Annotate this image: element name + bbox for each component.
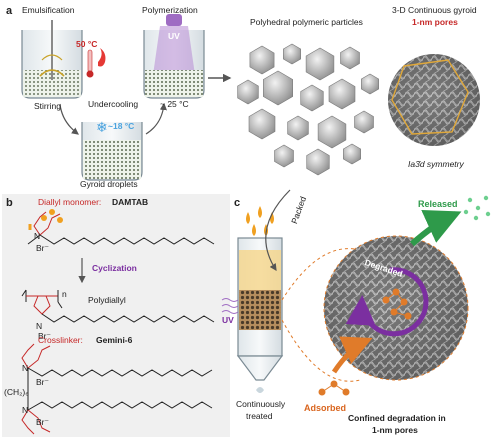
degradation-cycle-arrow [345,267,429,337]
uv-waves [221,298,239,314]
monomer-name: DAMTAB [112,197,149,207]
continuously-label: Continuously [236,399,286,409]
released-molecules [463,195,491,221]
feed-droplets [246,206,274,236]
gyroid-sphere [388,54,480,146]
gemini-n-plus-top: N [22,363,29,373]
polydiallyl-br: Br⁻ [38,331,51,341]
thermometer-hot-icon [86,48,106,78]
confined-label-line1: Confined degradation in [348,413,446,423]
polymerization-beaker [143,14,205,99]
gemini-spacer: (CH₂)₆ [4,387,29,397]
polyhedral-particle [249,45,275,75]
panel-c-label: c [234,197,241,209]
zoom-line-bottom [281,319,361,382]
monomer-structure [27,211,215,245]
symmetry-label: Ia3̄d symmetry [408,159,464,169]
gemini-br-top: Br⁻ [36,377,49,387]
polyhedral-particle [300,84,324,112]
gyroid-title: 3-D Continuous gyroid [392,5,477,15]
uv-label-c: UV [222,315,234,325]
polyhedral-particle [354,110,374,134]
polyhedral-particle [340,46,360,70]
polyhedral-particles [237,43,380,176]
polyhedral-particle [274,144,294,168]
cyclization-label: Cyclization [92,263,137,273]
zoom-line-top [281,248,361,301]
panel-a-label: a [6,5,13,17]
cold-temperature-label: ~18 °C [108,121,135,131]
adsorbed-molecules [318,380,350,396]
polyhedral-particle [262,70,294,106]
monomer-br: Br⁻ [36,243,49,253]
uv-lamp-icon [166,14,182,26]
undercooling-label: Undercooling [88,99,139,109]
arrow-undercooling [59,103,79,135]
polyhedral-particle [306,148,330,176]
panel-b-label: b [6,197,13,209]
gemini-structure [21,343,213,435]
particles-title: Polyhedral polymeric particles [250,17,363,27]
polyhedral-particle [287,115,309,141]
pore-size-label: 1-nm pores [412,17,458,27]
polyhedral-particle [237,79,259,105]
polyhedral-particle [328,78,356,110]
polyhedral-particle [282,43,302,65]
polyhedral-particle [317,115,347,149]
crosslinker-prefix: Crosslinker: [38,335,83,345]
crosslinker-name: Gemini-6 [96,335,133,345]
polyhedral-particle [305,47,335,81]
gyroid-droplets-label: Gyroid droplets [80,179,138,189]
confined-label-line2: 1-nm pores [372,425,418,435]
snowflake-icon: ❄ [96,119,108,135]
emulsification-beaker [21,20,83,99]
repeat-unit-n: n [62,289,67,299]
release-arrow [409,210,462,247]
stirring-label: Stirring [34,101,61,111]
hot-temperature-label: 50 °C [76,39,98,49]
arrow-polymerization [145,102,167,135]
released-label: Released [418,199,458,209]
monomer-n-plus: N [34,231,41,241]
pollutant-molecules [382,288,412,320]
adsorption-arrow [331,336,373,374]
arrow-packed [265,189,291,272]
treated-label: treated [246,411,273,421]
monomer-prefix: Diallyl monomer: [38,197,102,207]
undercooling-beaker: ❄ [81,119,143,181]
polyhedral-particle [342,143,362,165]
polydiallyl-n-plus: N [36,321,43,331]
polyhedral-particle [248,108,276,140]
column-reactor [28,209,284,393]
polyhedral-particle [360,73,380,95]
adsorbed-label: Adsorbed [304,403,347,413]
polydiallyl-structure [21,289,215,323]
gemini-n-plus-bottom: N [22,405,29,415]
room-temperature-label: ~ 25 °C [160,99,189,109]
polydiallyl-label: Polydiallyl [88,295,126,305]
uv-label-a: UV [168,31,180,41]
gemini-br-bottom: Br⁻ [36,417,49,427]
polymerization-label: Polymerization [142,5,198,15]
emulsification-label: Emulsification [22,5,75,15]
